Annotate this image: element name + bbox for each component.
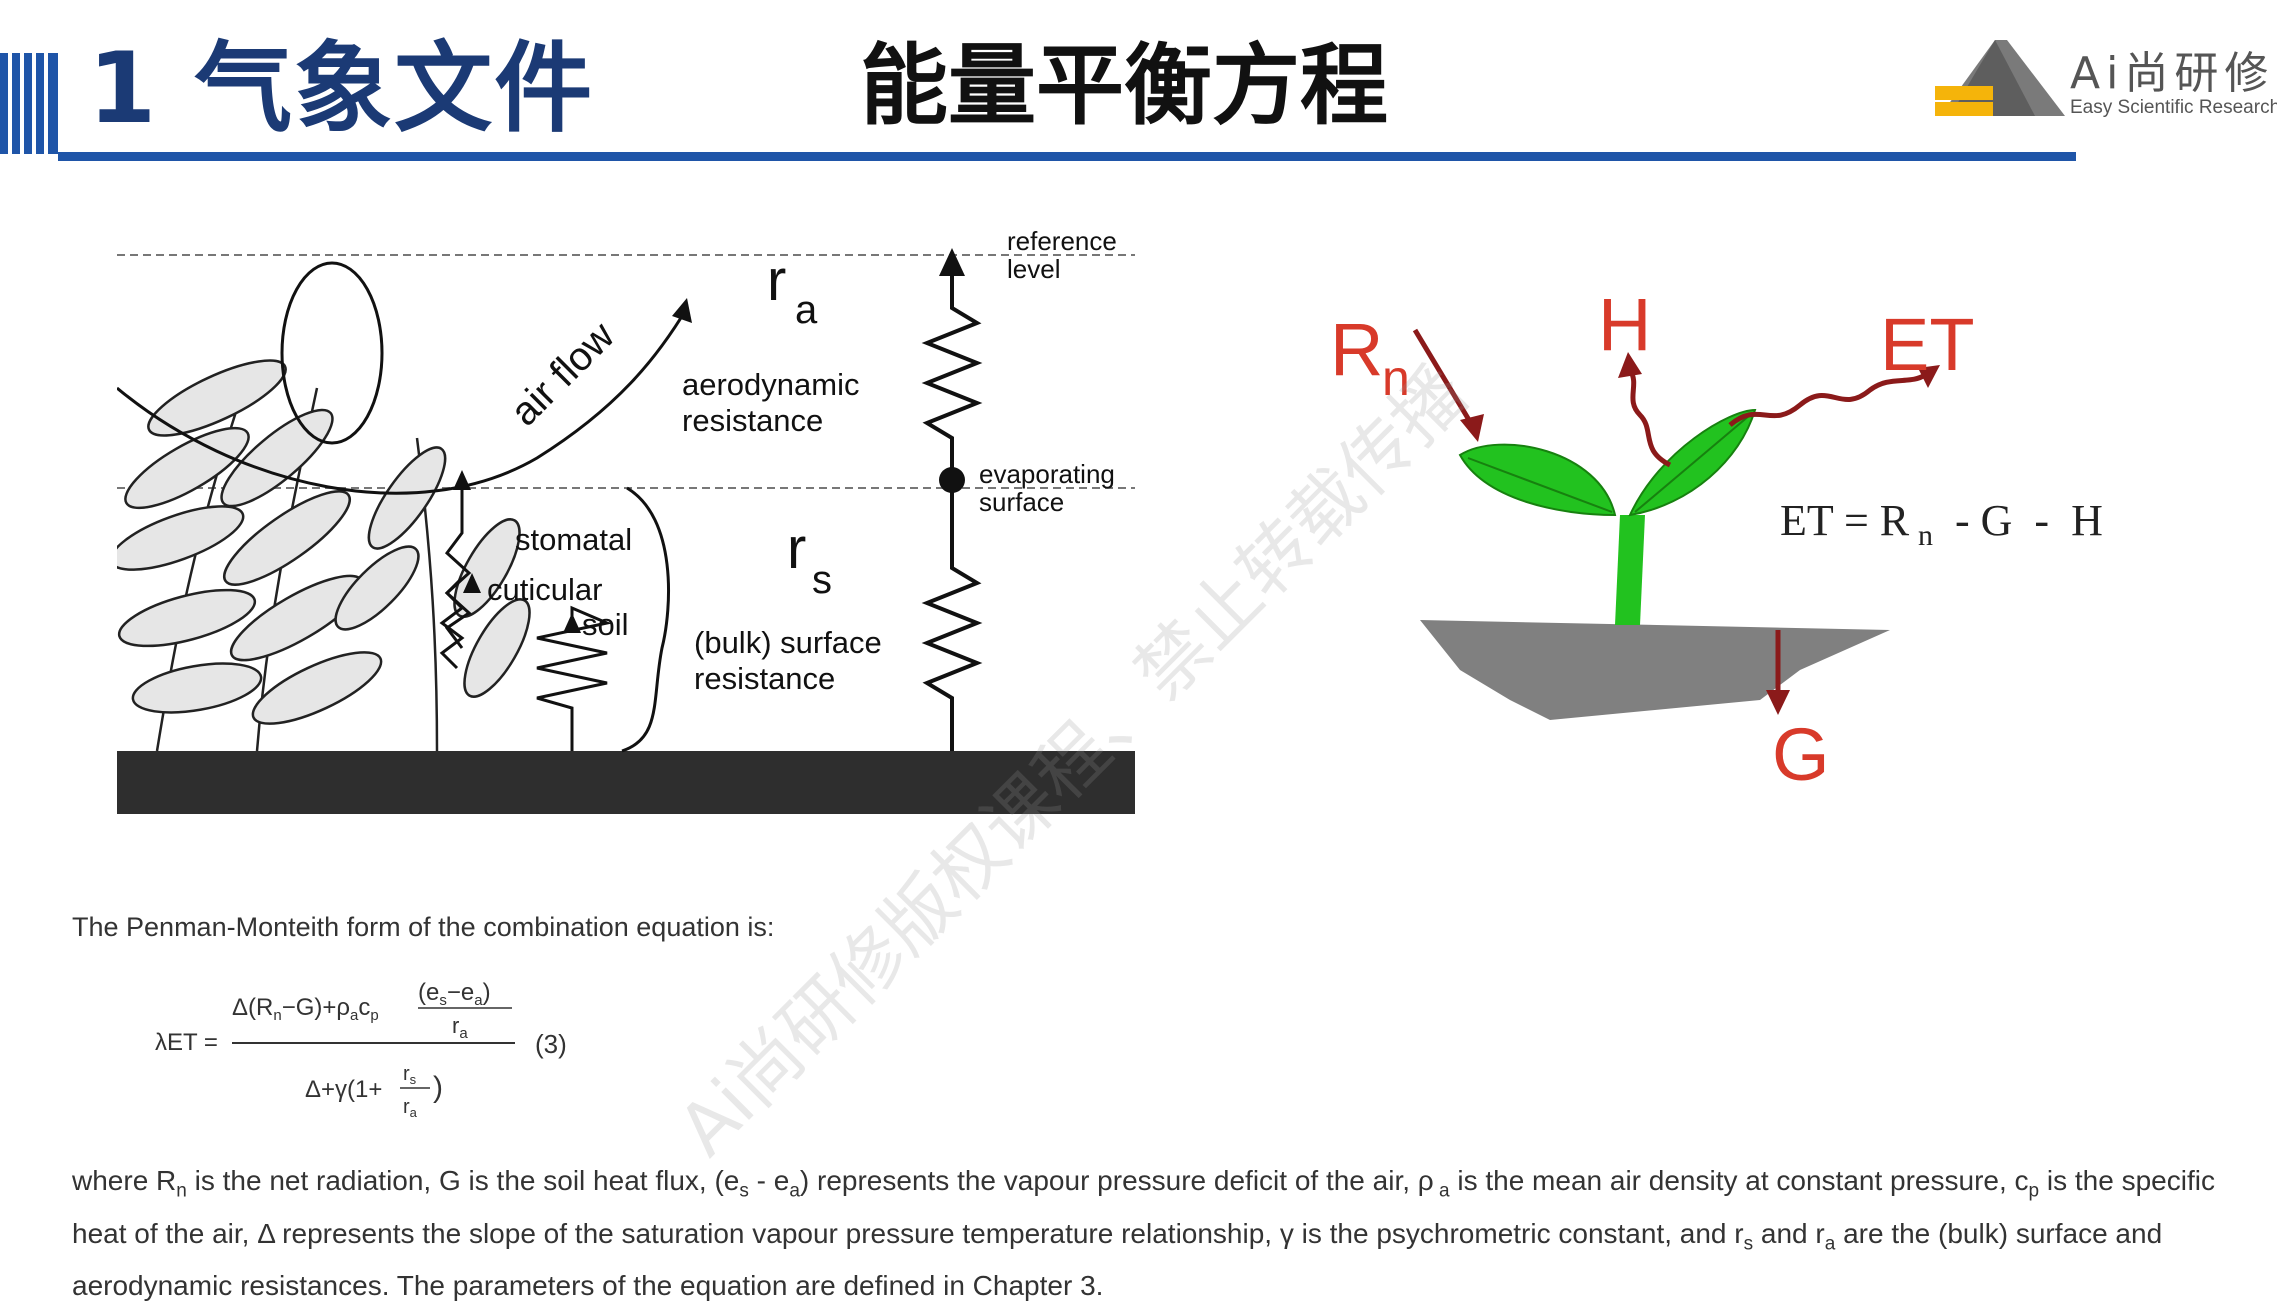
intro-text: The Penman-Monteith form of the combinat… (72, 912, 775, 942)
equation-ra: ra (452, 1013, 468, 1042)
leaf-icon (1458, 443, 1617, 517)
logo-mark-icon (1935, 40, 2065, 116)
header-rule (58, 152, 2076, 161)
svg-text:ra: ra (403, 1096, 418, 1120)
et-label: ET (1880, 303, 1975, 386)
soil-label: soil (582, 607, 629, 642)
logo-subtitle: Easy Scientific Research (2070, 97, 2277, 118)
header-accent-bars (0, 53, 58, 154)
aero-label-2: resistance (682, 403, 823, 438)
balance-equation-left: ET = R (1780, 496, 1910, 545)
soil-shape (1420, 620, 1890, 720)
ground-band (117, 751, 1135, 814)
equation-numerator: Δ(Rn−G)+ρacp (232, 994, 379, 1024)
bulk-label-2: resistance (694, 661, 835, 696)
evap-label-1: evaporating (979, 459, 1115, 489)
cuticular-label: cuticular (487, 572, 602, 607)
penman-monteith-equation: λET = Δ(Rn−G)+ρacp (es−ea) ra Δ+γ(1+ rs … (155, 979, 567, 1120)
g-label: G (1772, 713, 1830, 790)
energy-balance-diagram: R n H ET G ET = R n - G - H (1330, 290, 2103, 790)
air-flow-label: air flow (502, 314, 623, 435)
slide-title: 能量平衡方程 (860, 34, 1389, 137)
balance-equation-subscript: n (1918, 519, 1933, 552)
plant-illustration (117, 359, 531, 752)
rs-subscript: s (812, 558, 832, 602)
logo-name: Ai尚研修 (2070, 48, 2275, 99)
level-label: level (1007, 254, 1060, 284)
rn-subscript: n (1382, 350, 1410, 406)
ra-symbol: r (767, 248, 786, 313)
balance-equation-right: - G - H (1955, 496, 2103, 545)
rs-symbol: r (787, 516, 806, 581)
equation-denominator: Δ+γ(1+ (305, 1076, 382, 1103)
explanation-paragraph: where Rn is the net radiation, G is the … (72, 1165, 2215, 1302)
aero-label-1: aerodynamic (682, 367, 859, 402)
h-label: H (1598, 290, 1651, 366)
reference-label: reference (1007, 228, 1117, 256)
equation-number: (3) (535, 1029, 567, 1059)
surface-resistor (921, 488, 983, 751)
svg-text:): ) (433, 1071, 443, 1104)
stomatal-label: stomatal (515, 522, 632, 557)
aerodynamic-resistor (921, 268, 983, 488)
equation-lhs: λET = (155, 1029, 218, 1056)
ra-subscript: a (795, 288, 818, 332)
section-title: 1 气象文件 (88, 32, 595, 146)
svg-text:rs: rs (403, 1063, 417, 1087)
evap-label-2: surface (979, 487, 1064, 517)
bulk-label-1: (bulk) surface (694, 625, 882, 660)
resistance-schematic: air flow reference level r a aerodynamic… (117, 228, 1135, 814)
equation-vpd: (es−ea) (418, 979, 491, 1009)
rn-label: R (1330, 308, 1383, 391)
